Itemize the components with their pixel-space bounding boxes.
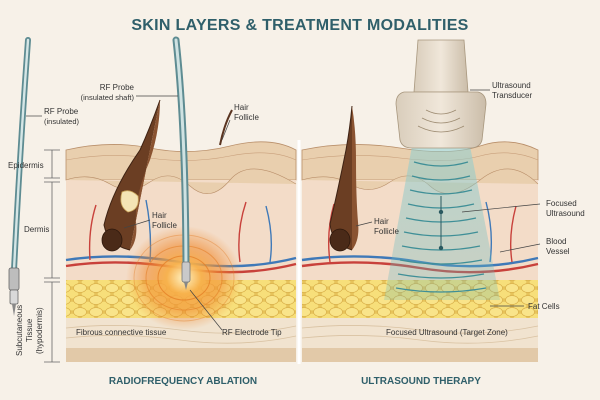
fibrous-tissue-label: Fibrous connective tissue bbox=[76, 328, 167, 337]
hair-follicle-right-sublabel: Follicle bbox=[374, 227, 399, 236]
hair-follicle-mid-sublabel: Follicle bbox=[152, 221, 177, 230]
epidermis-label: Epidermis bbox=[8, 161, 44, 170]
blood-vessel-label: Blood bbox=[546, 237, 566, 246]
transducer-label: Ultrasound bbox=[492, 81, 531, 90]
rf-electrode-tip-label: RF Electrode Tip bbox=[222, 328, 282, 337]
rf-ablation-panel bbox=[65, 36, 297, 362]
dermis-label: Dermis bbox=[24, 225, 49, 234]
rf-probe-insulated bbox=[8, 37, 31, 316]
ultrasound-panel bbox=[301, 39, 539, 362]
transducer-sublabel: Transducer bbox=[492, 91, 533, 100]
blood-vessel-sublabel: Vessel bbox=[546, 247, 570, 256]
rf-probe-shaft-label: RF Probe bbox=[100, 83, 135, 92]
ultrasound-transducer bbox=[413, 39, 469, 93]
subcutaneous-label-group: Subcutaneous Tissue (hypodermis) bbox=[15, 305, 44, 356]
focused-ultrasound-label: Focused bbox=[546, 199, 577, 208]
layer-brackets bbox=[44, 149, 60, 363]
hypodermis-label: (hypodermis) bbox=[35, 307, 44, 354]
rf-probe-insulated-label: RF Probe bbox=[44, 107, 79, 116]
page-title: SKIN LAYERS & TREATMENT MODALITIES bbox=[131, 17, 468, 34]
target-zone-label: Focused Ultrasound (Target Zone) bbox=[386, 328, 508, 337]
tissue-label: Tissue bbox=[25, 318, 34, 342]
rf-probe-insulated-sublabel: (insulated) bbox=[44, 117, 80, 126]
rf-probe-shaft-sublabel: (insulated shaft) bbox=[81, 93, 135, 102]
focused-ultrasound-sublabel: Ultrasound bbox=[546, 209, 585, 218]
hair-follicle-mid-label: Hair bbox=[152, 211, 167, 220]
hair-follicle-top-label: Hair bbox=[234, 103, 249, 112]
hair-follicle-top-sublabel: Follicle bbox=[234, 113, 259, 122]
rf-ablation-caption: RADIOFREQUENCY ABLATION bbox=[109, 376, 257, 387]
hair-follicle-right-label: Hair bbox=[374, 217, 389, 226]
fat-cells-label: Fat Cells bbox=[528, 302, 560, 311]
ultrasound-caption: ULTRASOUND THERAPY bbox=[361, 376, 481, 387]
subcutaneous-label: Subcutaneous bbox=[15, 305, 24, 356]
